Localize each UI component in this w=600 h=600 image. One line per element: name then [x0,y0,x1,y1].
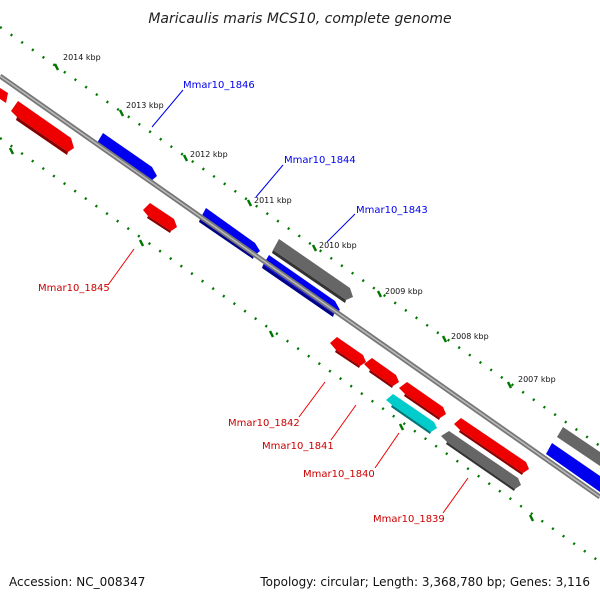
gene-mmar10-1846[interactable] [97,133,157,181]
gene-label-mmar10-1845[interactable]: Mmar10_1845 [38,283,110,294]
gene-mmar10-1840[interactable] [386,394,437,432]
tick-label-2011: 2011 kbp [254,196,292,205]
gene-mmar10-1841[interactable] [364,358,399,386]
tick-label-2012: 2012 kbp [190,150,228,159]
gene-label-mmar10-1843[interactable]: Mmar10_1843 [356,205,428,216]
topology-text: Topology: circular; Length: 3,368,780 bp… [259,575,590,589]
gene-label-mmar10-1844[interactable]: Mmar10_1844 [284,155,356,166]
gene-mmar10-1842[interactable] [330,337,366,366]
gene-mmar10-1844[interactable] [200,208,260,256]
gene-unnamed-grey-3[interactable] [441,431,521,489]
inner-tick-ring [0,136,600,564]
tick-label-2014: 2014 kbp [63,53,101,62]
reverse-strand-features [0,88,529,491]
gene-unnamed-red-edge[interactable] [0,88,8,103]
gene-unnamed-red-2[interactable] [399,382,446,418]
forward-strand-features [96,133,600,492]
gene-unnamed-blue-edge[interactable] [546,443,600,492]
map-title: Maricaulis maris MCS10, complete genome [148,11,451,27]
gene-unnamed-red-1[interactable] [11,101,74,152]
gene-mmar10-1845[interactable] [143,203,177,231]
gene-label-mmar10-1839[interactable]: Mmar10_1839 [373,514,445,525]
gene-label-mmar10-1841[interactable]: Mmar10_1841 [262,441,334,452]
tick-label-2007: 2007 kbp [518,375,556,384]
label-leaders [107,89,469,514]
tick-label-2008: 2008 kbp [451,332,489,341]
outer-tick-ring [0,25,600,448]
tick-label-2013: 2013 kbp [126,101,164,110]
tick-label-2009: 2009 kbp [385,287,423,296]
gene-label-mmar10-1840[interactable]: Mmar10_1840 [303,469,375,480]
tick-label-2010: 2010 kbp [319,241,357,250]
gene-unnamed-grey-2[interactable] [557,427,600,466]
major-ticks [8,63,535,522]
accession-text: Accession: NC_008347 [9,575,145,589]
gene-label-mmar10-1846[interactable]: Mmar10_1846 [183,80,255,91]
gene-label-mmar10-1842[interactable]: Mmar10_1842 [228,418,300,429]
genome-backbone [0,73,600,500]
gene-unnamed-grey-1[interactable] [273,239,353,300]
gene-mmar10-1839[interactable] [454,418,529,473]
